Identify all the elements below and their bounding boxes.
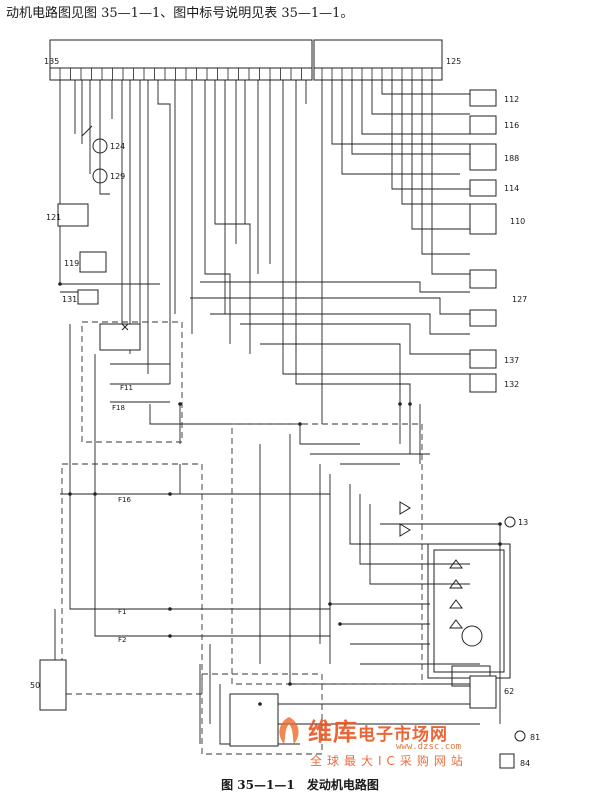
component-112 bbox=[469, 89, 497, 107]
figure-caption: 图 35—1—1 发动机电路图 bbox=[0, 776, 600, 793]
label-116: 116 bbox=[504, 121, 519, 130]
label-left-connector: 135 bbox=[44, 57, 59, 66]
label-110: 110 bbox=[510, 217, 525, 226]
engine-circuit-diagram: 135 125 124 129 121 119 131 112 116 188 … bbox=[30, 39, 540, 769]
relay-box bbox=[99, 323, 141, 351]
ecu-module-outline bbox=[61, 463, 203, 695]
fuse-f18: F18 bbox=[112, 404, 125, 412]
component-127-a bbox=[469, 269, 497, 289]
label-129: 129 bbox=[110, 172, 125, 181]
component-50 bbox=[39, 659, 67, 711]
label-124: 124 bbox=[110, 142, 125, 151]
label-137: 137 bbox=[504, 356, 519, 365]
ground-terminal-13 bbox=[504, 516, 516, 528]
component-188 bbox=[469, 143, 497, 171]
header-text: 动机电路图见图 35—1—1、图中标号说明见表 35—1—1。 bbox=[6, 6, 354, 21]
fuse-f16: F16 bbox=[118, 496, 131, 504]
label-114: 114 bbox=[504, 184, 519, 193]
component-116 bbox=[469, 115, 497, 135]
instrument-cluster bbox=[427, 543, 511, 679]
label-121: 121 bbox=[46, 213, 61, 222]
component-62 bbox=[469, 675, 497, 709]
sensor-124 bbox=[92, 138, 108, 154]
relay-module-outline bbox=[81, 321, 183, 443]
component-132 bbox=[469, 373, 497, 393]
left-connector-block bbox=[49, 39, 313, 81]
fuse-f1: F1 bbox=[118, 608, 126, 616]
lower-module-outline bbox=[201, 673, 323, 755]
component-114 bbox=[469, 179, 497, 197]
label-188: 188 bbox=[504, 154, 519, 163]
component-121 bbox=[57, 203, 89, 227]
fusebox-outline bbox=[231, 423, 423, 685]
label-81: 81 bbox=[530, 733, 540, 742]
label-right-connector: 125 bbox=[446, 57, 461, 66]
label-13: 13 bbox=[518, 518, 528, 527]
sensor-129 bbox=[92, 168, 108, 184]
label-119: 119 bbox=[64, 259, 79, 268]
component-119 bbox=[79, 251, 107, 273]
label-131: 131 bbox=[62, 295, 77, 304]
label-127: 127 bbox=[512, 295, 527, 304]
caption-number: 图 35—1—1 bbox=[221, 778, 295, 792]
component-110 bbox=[469, 203, 497, 235]
label-50: 50 bbox=[30, 681, 40, 690]
label-132: 132 bbox=[504, 380, 519, 389]
fuse-f11: F11 bbox=[120, 384, 133, 392]
label-62: 62 bbox=[504, 687, 514, 696]
label-84: 84 bbox=[520, 759, 530, 768]
label-112: 112 bbox=[504, 95, 519, 104]
component-131 bbox=[77, 289, 99, 305]
fuse-f2: F2 bbox=[118, 636, 126, 644]
caption-title: 发动机电路图 bbox=[306, 778, 379, 792]
right-connector-block bbox=[313, 39, 443, 81]
lower-relay-box bbox=[229, 693, 279, 747]
component-127-b bbox=[469, 309, 497, 327]
component-137 bbox=[469, 349, 497, 369]
